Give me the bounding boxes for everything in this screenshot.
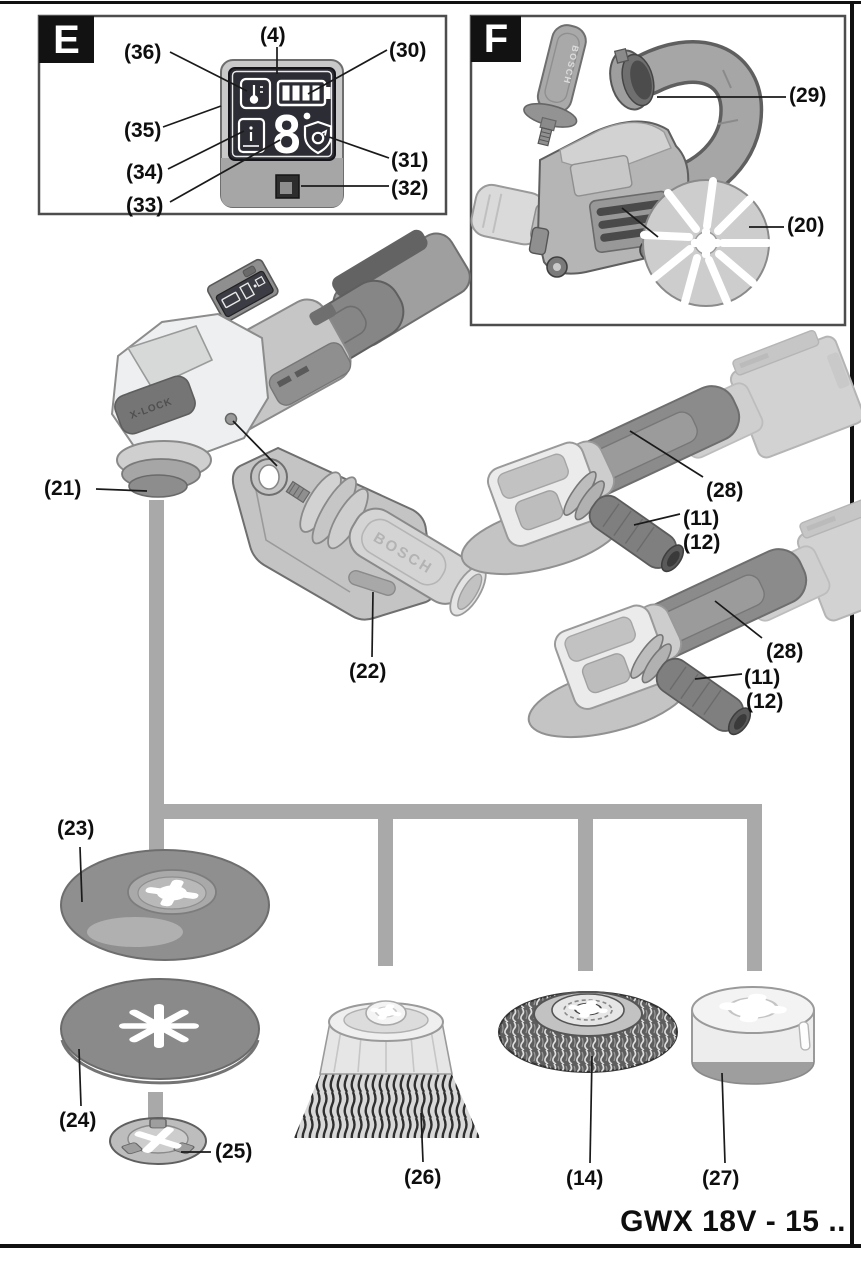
callout-26: (26) [404,1166,442,1189]
callout-36: (36) [124,41,162,64]
smartphone-info-icon [237,117,266,154]
mode-button [275,174,300,199]
callout-28a: (28) [706,479,744,502]
temperature-icon [239,77,272,110]
kickback-shield-icon [303,120,333,155]
figure-f-tab: F [471,16,521,62]
callout-29: (29) [789,84,827,107]
cup-brush [294,1000,480,1138]
callout-30: (30) [389,39,427,62]
main-grinder-illustration: X-LOCK [110,229,471,498]
figure-e-tab: E [39,16,94,63]
xlock-clip-adapter [109,1117,207,1165]
sanding-drum [691,986,815,1085]
angle-grinder-with-side-handle [460,329,861,576]
callout-22: (22) [349,660,387,683]
callout-33: (33) [126,194,164,217]
auxiliary-handle: BOSCH [523,24,587,147]
callout-4: (4) [260,24,286,47]
callout-23: (23) [57,817,95,840]
display-dot [303,112,311,120]
model-name: GWX 18V - 15 .. [620,1205,846,1238]
page-border-right [850,1,854,1247]
callout-14: (14) [566,1167,604,1190]
accessory-connector-tree [148,500,762,1118]
callout-12b: (12) [746,690,784,713]
callout-34: (34) [126,161,164,184]
callout-11a: (11) [683,507,720,530]
cutting-disc [640,177,772,307]
callout-28b: (28) [766,640,804,663]
callout-20: (20) [787,214,825,237]
callout-21: (21) [44,477,82,500]
extraction-elbow [609,40,764,212]
figure-e-box [37,14,448,216]
callout-25: (25) [215,1140,253,1163]
callout-35: (35) [124,119,162,142]
callout-32: (32) [391,177,429,200]
page-border-bottom [0,1244,861,1248]
callout-11b: (11) [744,666,781,689]
callout-24: (24) [59,1109,97,1132]
battery-charge-icon [276,79,331,107]
wheel-brush [498,991,678,1073]
fibre-disc [60,978,260,1085]
backing-pad [60,849,270,961]
cutting-guard-illustration: BOSCH [470,24,772,307]
hand-guard-with-handle: BOSCH [231,446,487,621]
speed-digit: 8 [271,106,302,166]
callout-27: (27) [702,1167,740,1190]
leader-lines [78,47,786,1164]
page-border-top [0,1,861,4]
figure-f-box [469,14,847,327]
callout-31: (31) [391,149,429,172]
on-tool-display [206,258,279,322]
callout-12a: (12) [683,531,721,554]
user-interface-display: 8 [220,59,344,208]
